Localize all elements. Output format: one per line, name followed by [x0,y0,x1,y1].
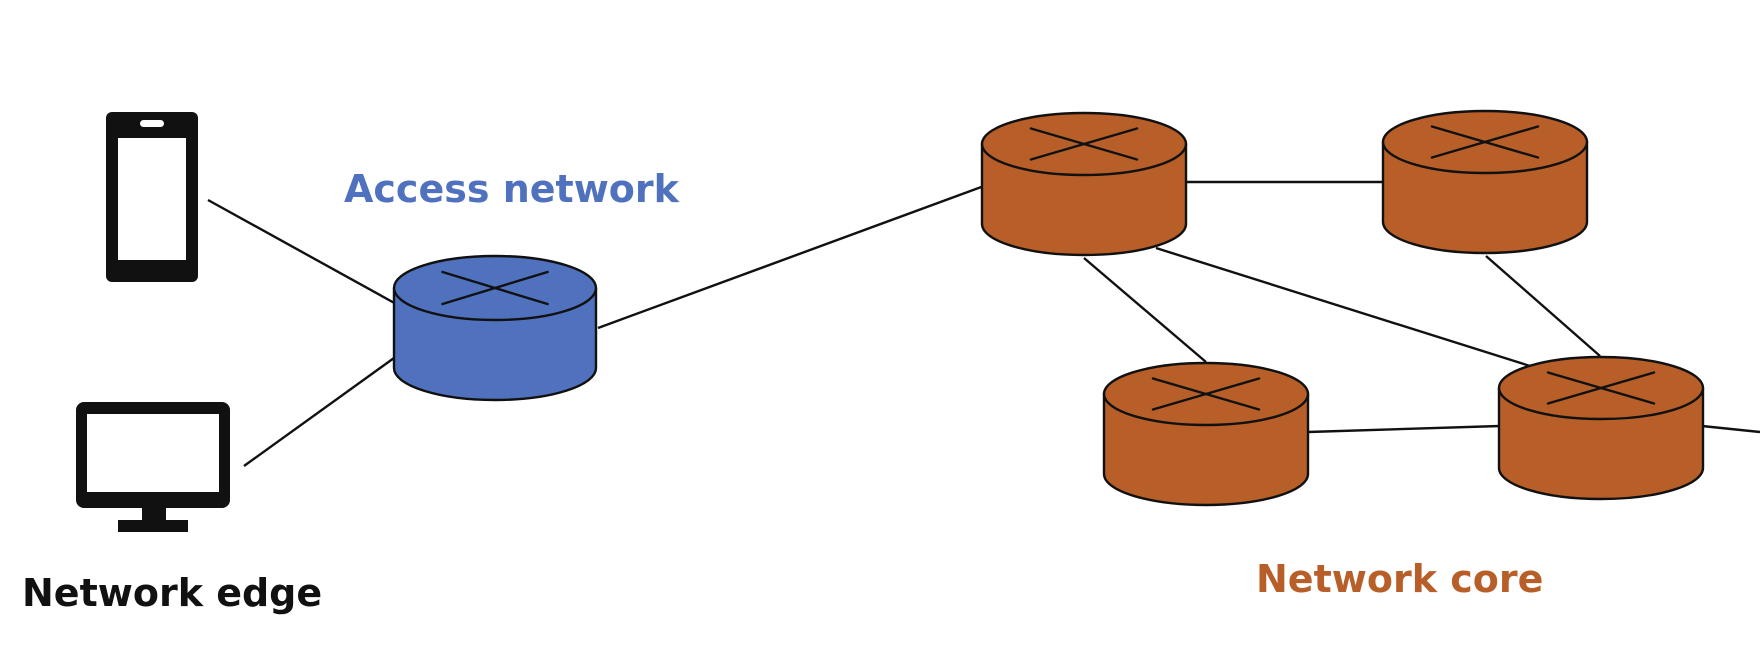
link-core4-offscreen [1701,424,1760,434]
links [207,180,1760,467]
link-core1-core4 [1155,246,1531,368]
core-router-1 [980,111,1188,257]
desktop-monitor-icon [76,402,230,532]
link-core2-core4 [1485,255,1601,357]
access-router [392,254,598,402]
link-phone-access [207,198,399,307]
access-network-label: Access network [344,167,680,211]
core-router-4 [1497,355,1705,501]
link-core1-core3 [1083,257,1207,363]
core-router-3 [1102,361,1310,507]
link-core3-core4 [1307,424,1501,434]
link-monitor-access [243,357,395,467]
routers [392,109,1705,507]
smartphone-icon [106,112,198,282]
core-router-2 [1381,109,1589,255]
link-access-core1 [597,184,985,330]
network-core-label: Network core [1256,557,1543,601]
network-edge-label: Network edge [22,571,322,615]
